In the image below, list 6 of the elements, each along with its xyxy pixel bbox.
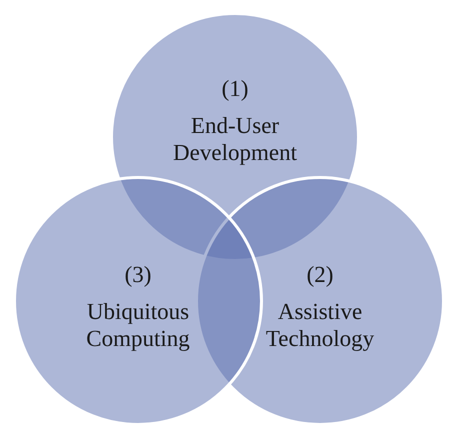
set-number: (1) (220, 75, 250, 102)
set-number: (3) (124, 261, 152, 288)
set-label: Assistive Technology (264, 298, 376, 352)
set-number: (2) (306, 261, 334, 288)
set-label: Ubiquitous Computing (85, 298, 191, 352)
set-label: End-User Development (172, 112, 298, 166)
